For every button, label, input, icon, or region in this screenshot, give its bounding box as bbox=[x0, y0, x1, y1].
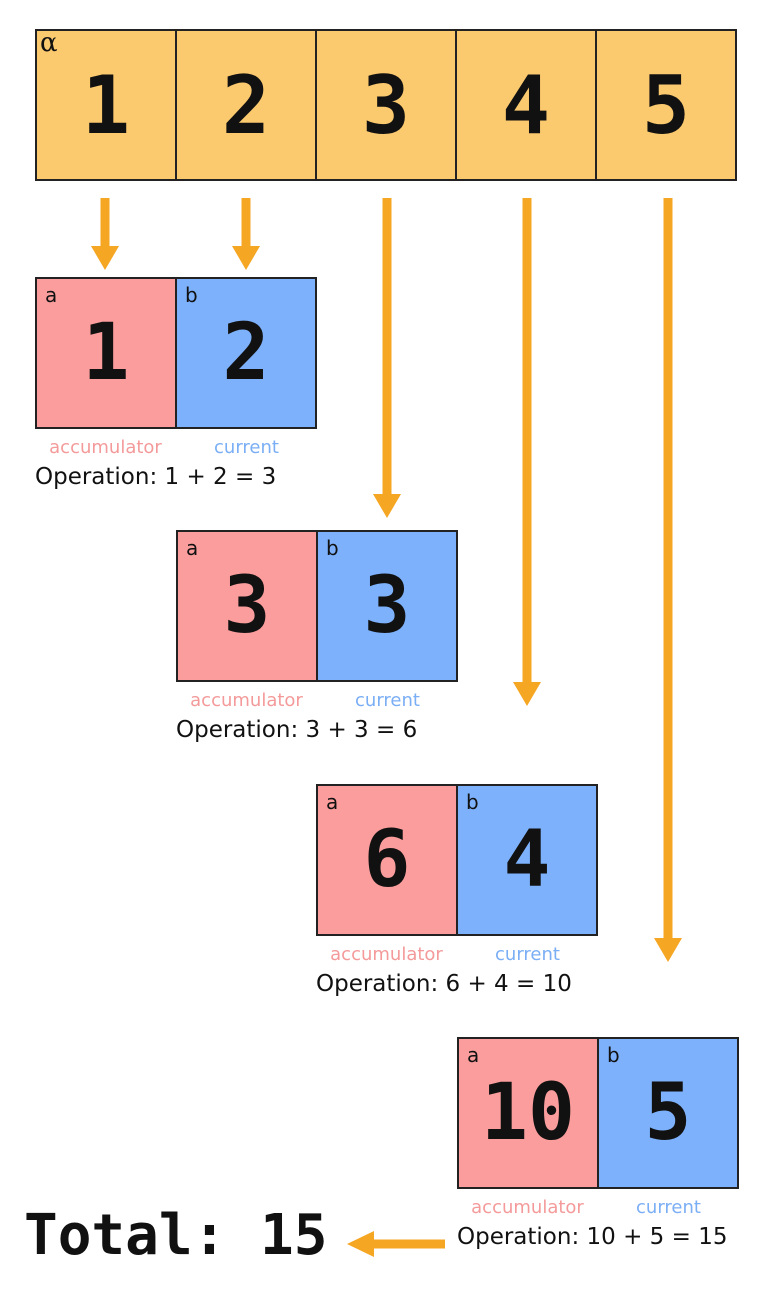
array-value: 1 bbox=[81, 58, 131, 152]
accumulator-label: accumulator bbox=[330, 944, 443, 965]
current-label: current bbox=[495, 944, 560, 965]
current-tag: b bbox=[466, 790, 479, 814]
accumulator-label: accumulator bbox=[190, 690, 303, 711]
current-value: 4 bbox=[503, 815, 551, 905]
operation-text: Operation: 3 + 3 = 6 bbox=[176, 717, 418, 743]
input-array: 1 2 3 4 5 bbox=[35, 29, 737, 181]
current-box: b 4 bbox=[458, 786, 596, 934]
arrow-head bbox=[373, 494, 401, 518]
accumulator-box: a 3 bbox=[178, 532, 318, 680]
reduce-step: a 10 b 5 accumulator current Operation: … bbox=[457, 1037, 739, 1250]
current-box: b 3 bbox=[318, 532, 456, 680]
array-cell: 5 bbox=[597, 31, 735, 179]
current-tag: b bbox=[185, 283, 198, 307]
operation-text: Operation: 1 + 2 = 3 bbox=[35, 464, 277, 490]
accumulator-tag: a bbox=[186, 536, 199, 560]
array-cell: 1 bbox=[37, 31, 177, 179]
array-value: 4 bbox=[501, 58, 551, 152]
accumulator-label: accumulator bbox=[49, 437, 162, 458]
accumulator-value: 6 bbox=[363, 815, 411, 905]
accumulator-box: a 10 bbox=[459, 1039, 599, 1187]
value-pair: a 6 b 4 bbox=[316, 784, 598, 936]
total-result: Total: 15 bbox=[24, 1203, 328, 1268]
accumulator-value: 1 bbox=[82, 308, 130, 398]
current-box: b 2 bbox=[177, 279, 315, 427]
accumulator-box: a 6 bbox=[318, 786, 458, 934]
array-label: α bbox=[40, 28, 58, 58]
accumulator-label: accumulator bbox=[471, 1197, 584, 1218]
array-cell: 2 bbox=[177, 31, 317, 179]
array-value: 5 bbox=[641, 58, 691, 152]
value-pair: a 1 b 2 bbox=[35, 277, 317, 429]
value-pair: a 10 b 5 bbox=[457, 1037, 739, 1189]
current-label: current bbox=[355, 690, 420, 711]
arrow-head bbox=[232, 246, 260, 270]
current-box: b 5 bbox=[599, 1039, 737, 1187]
array-value: 3 bbox=[361, 58, 411, 152]
array-value: 2 bbox=[221, 58, 271, 152]
arrow-head bbox=[513, 682, 541, 706]
accumulator-value: 3 bbox=[223, 561, 271, 651]
current-tag: b bbox=[607, 1043, 620, 1067]
current-tag: b bbox=[326, 536, 339, 560]
accumulator-tag: a bbox=[45, 283, 58, 307]
current-label: current bbox=[636, 1197, 701, 1218]
array-cell: 4 bbox=[457, 31, 597, 179]
accumulator-value: 10 bbox=[481, 1068, 575, 1158]
current-value: 3 bbox=[363, 561, 411, 651]
current-value: 2 bbox=[222, 308, 270, 398]
current-value: 5 bbox=[644, 1068, 692, 1158]
accumulator-tag: a bbox=[326, 790, 339, 814]
arrow-head bbox=[654, 938, 682, 962]
accumulator-tag: a bbox=[467, 1043, 480, 1067]
arrow-head bbox=[347, 1231, 374, 1257]
reduce-step: a 3 b 3 accumulator current Operation: 3… bbox=[176, 530, 458, 743]
reduce-step: a 6 b 4 accumulator current Operation: 6… bbox=[316, 784, 598, 997]
arrow-head bbox=[91, 246, 119, 270]
accumulator-box: a 1 bbox=[37, 279, 177, 427]
array-cell: 3 bbox=[317, 31, 457, 179]
value-pair: a 3 b 3 bbox=[176, 530, 458, 682]
reduce-step: a 1 b 2 accumulator current Operation: 1… bbox=[35, 277, 317, 490]
current-label: current bbox=[214, 437, 279, 458]
operation-text: Operation: 10 + 5 = 15 bbox=[457, 1224, 728, 1250]
operation-text: Operation: 6 + 4 = 10 bbox=[316, 971, 572, 997]
